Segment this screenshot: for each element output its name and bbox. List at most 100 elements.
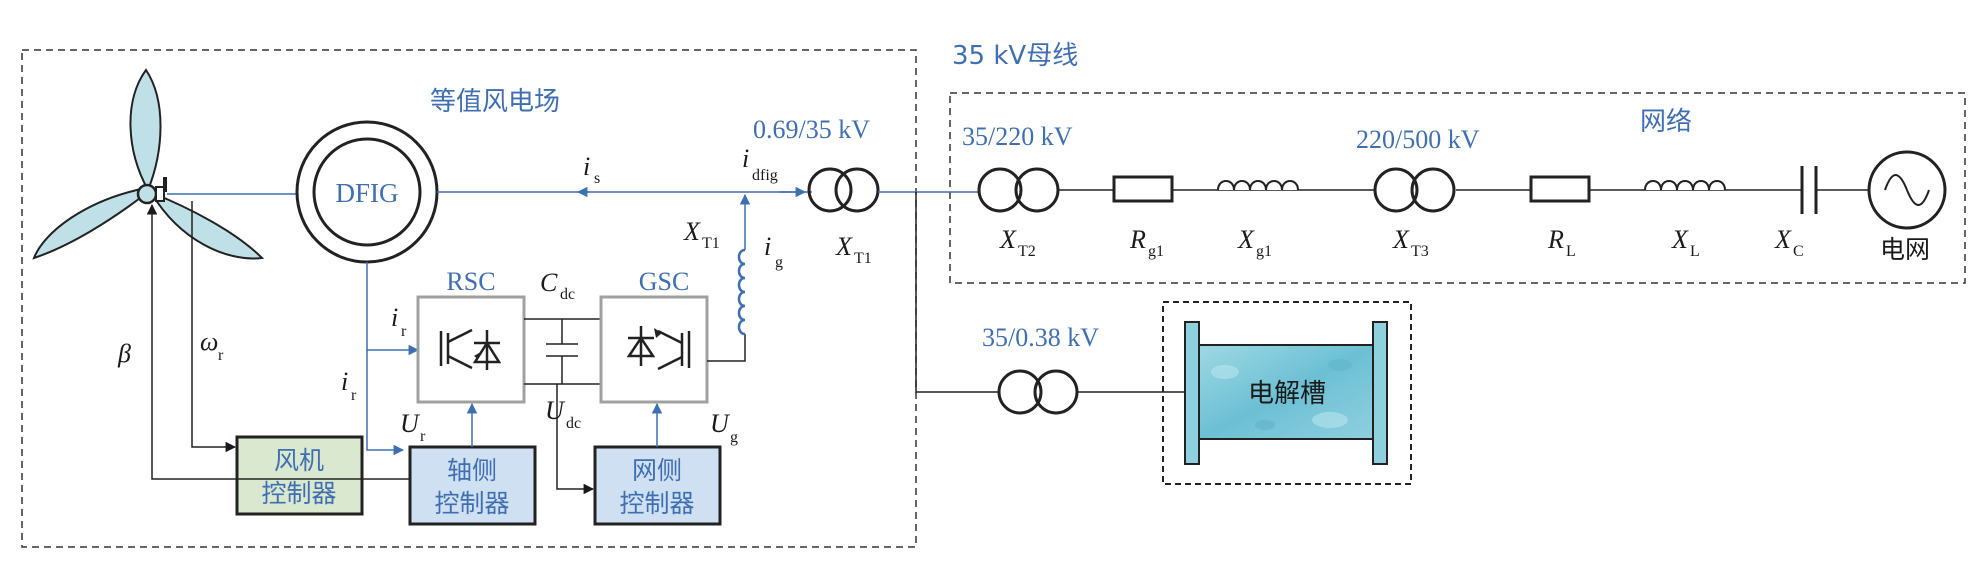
beta-signal: [146, 203, 410, 480]
gsc-switch-icon: [626, 326, 691, 371]
svg-text:X: X: [1392, 225, 1410, 254]
symbol-idfig: i dfig: [742, 144, 778, 184]
electrolyzer-label: 电解槽: [1248, 379, 1326, 409]
udc-feedback: [556, 384, 595, 495]
rotor-side-controller: [408, 445, 537, 526]
symbol-xc: X C: [1774, 225, 1804, 260]
transformer-t2: [977, 167, 1060, 213]
symbol-rl: R L: [1547, 225, 1576, 260]
dc-capacitor: [546, 319, 578, 384]
svg-text:X: X: [1237, 225, 1255, 254]
rsc-converter: [416, 295, 526, 404]
resistor-rl: [1529, 175, 1591, 203]
svg-text:i: i: [764, 232, 771, 261]
symbol-cdc: C dc: [540, 268, 575, 303]
svg-text:dc: dc: [566, 415, 581, 432]
symbol-xt3: X T3: [1392, 225, 1429, 260]
wind-farm-title: 等值风电场: [430, 87, 560, 117]
svg-text:C: C: [540, 268, 558, 297]
grid-controller-line2: 控制器: [619, 489, 694, 518]
network-boundary: [949, 92, 1966, 284]
svg-text:s: s: [594, 170, 600, 187]
svg-text:T1: T1: [854, 250, 872, 267]
symbol-beta: β: [117, 339, 131, 368]
rsc-label: RSC: [446, 267, 495, 296]
grid-label: 电网: [1880, 235, 1930, 264]
symbol-xl: X L: [1671, 225, 1700, 260]
symbol-xt2: X T2: [999, 225, 1036, 260]
svg-text:C: C: [1793, 243, 1804, 260]
svg-text:dc: dc: [560, 286, 575, 303]
tf4-rating: 35/0.38 kV: [982, 323, 1099, 352]
svg-text:i: i: [583, 152, 590, 181]
svg-text:L: L: [1690, 243, 1700, 260]
svg-text:U: U: [400, 409, 421, 438]
svg-text:r: r: [401, 323, 407, 340]
bus-label: 35 kV母线: [952, 41, 1078, 71]
symbol-rg1: R g1: [1129, 225, 1164, 260]
svg-text:R: R: [1129, 225, 1146, 254]
svg-text:T3: T3: [1411, 243, 1429, 260]
ac-grid-source-icon: [1867, 150, 1947, 230]
filter-inductor: [737, 248, 746, 336]
electrolyzer-branch: [915, 192, 998, 393]
symbol-ir-lower: i r: [341, 367, 357, 404]
svg-text:ω: ω: [200, 327, 218, 356]
svg-text:U: U: [545, 396, 566, 425]
symbol-is: i s: [583, 152, 600, 187]
svg-text:g1: g1: [1148, 243, 1164, 260]
inductor-xl: [1644, 180, 1726, 191]
symbol-ir-upper: i r: [391, 303, 407, 340]
turbine-controller-line2: 控制器: [261, 479, 336, 508]
transformer-t1: [807, 167, 880, 213]
network-title: 网络: [1640, 107, 1692, 137]
tf3-rating: 220/500 kV: [1356, 125, 1480, 154]
dfig-label: DFIG: [335, 178, 398, 208]
symbol-xt1: X T1: [835, 232, 872, 267]
svg-text:U: U: [710, 409, 731, 438]
inductor-xg1: [1217, 180, 1299, 191]
rotor-controller-line1: 轴侧: [447, 456, 497, 485]
svg-text:i: i: [742, 144, 749, 173]
electrolyzer-boundary: [1162, 301, 1412, 485]
svg-text:β: β: [117, 339, 131, 368]
svg-text:g: g: [730, 429, 738, 446]
transformer-t3: [1373, 167, 1456, 213]
svg-text:g: g: [775, 254, 783, 271]
svg-text:T2: T2: [1018, 243, 1036, 260]
gsc-ac-line: [707, 334, 746, 362]
capacitor-xc: [1800, 166, 1818, 214]
svg-text:r: r: [218, 347, 224, 364]
symbol-xt1-left: X T1: [683, 217, 720, 252]
ir-feedback-line: [366, 350, 405, 456]
turbine-controller-line1: 风机: [274, 446, 324, 475]
symbol-xg1: X g1: [1237, 225, 1272, 260]
svg-text:g1: g1: [1256, 243, 1272, 260]
svg-text:X: X: [1774, 225, 1792, 254]
svg-text:X: X: [1671, 225, 1689, 254]
rotor-controller-line2: 控制器: [434, 489, 509, 518]
svg-text:i: i: [341, 367, 348, 396]
svg-text:i: i: [391, 303, 398, 332]
symbol-udc: U dc: [545, 396, 581, 432]
symbol-omega: ω r: [200, 327, 224, 364]
svg-text:L: L: [1566, 243, 1576, 260]
gsc-converter: [599, 295, 709, 404]
symbol-ug: U g: [710, 409, 738, 446]
svg-text:X: X: [835, 232, 853, 261]
symbol-ig: i g: [764, 232, 783, 271]
electrolyzer-tank: [1184, 321, 1388, 465]
resistor-rg1: [1112, 175, 1174, 203]
rsc-switch-icon: [439, 328, 502, 370]
tf1-rating: 0.69/35 kV: [753, 115, 870, 144]
svg-text:r: r: [420, 428, 426, 445]
svg-text:X: X: [683, 217, 701, 246]
svg-text:R: R: [1547, 225, 1564, 254]
svg-text:T1: T1: [702, 235, 720, 252]
svg-text:r: r: [351, 387, 357, 404]
symbol-ur: U r: [400, 409, 426, 445]
wind-turbine-icon: [32, 68, 265, 260]
tf2-rating: 35/220 kV: [962, 122, 1073, 151]
